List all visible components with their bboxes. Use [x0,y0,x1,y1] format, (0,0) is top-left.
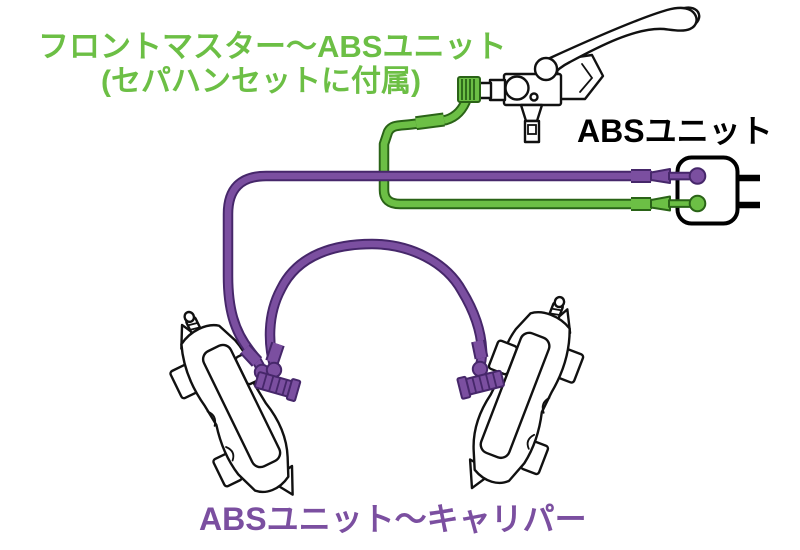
hose-green-master-to-abs [378,96,707,213]
abs-to-caliper-label: ABSユニット〜キャリパー [199,501,587,537]
front-master-cylinder [457,6,701,144]
left-caliper-banjo-fitting [253,361,302,402]
hose-purple-caliper-arch [264,238,489,371]
abs-unit-label: ABSユニット [577,113,773,149]
right-caliper-banjo-fitting [456,360,505,400]
abs-unit-box [675,155,760,226]
green-banjo-bolt [457,76,481,103]
heading-front-master-to-abs: フロントマスター〜ABSユニット [38,29,507,64]
abs-port-purple [688,167,707,185]
purple-abs-fitting [650,168,671,184]
abs-port-green [688,194,707,213]
hose-purple-abs-to-left-caliper [222,167,707,374]
green-abs-fitting [650,195,671,212]
piston-boss [504,75,530,101]
heading-included-in-set: (セパハンセットに付属) [101,65,421,98]
lever-pivot-boss [533,56,559,82]
